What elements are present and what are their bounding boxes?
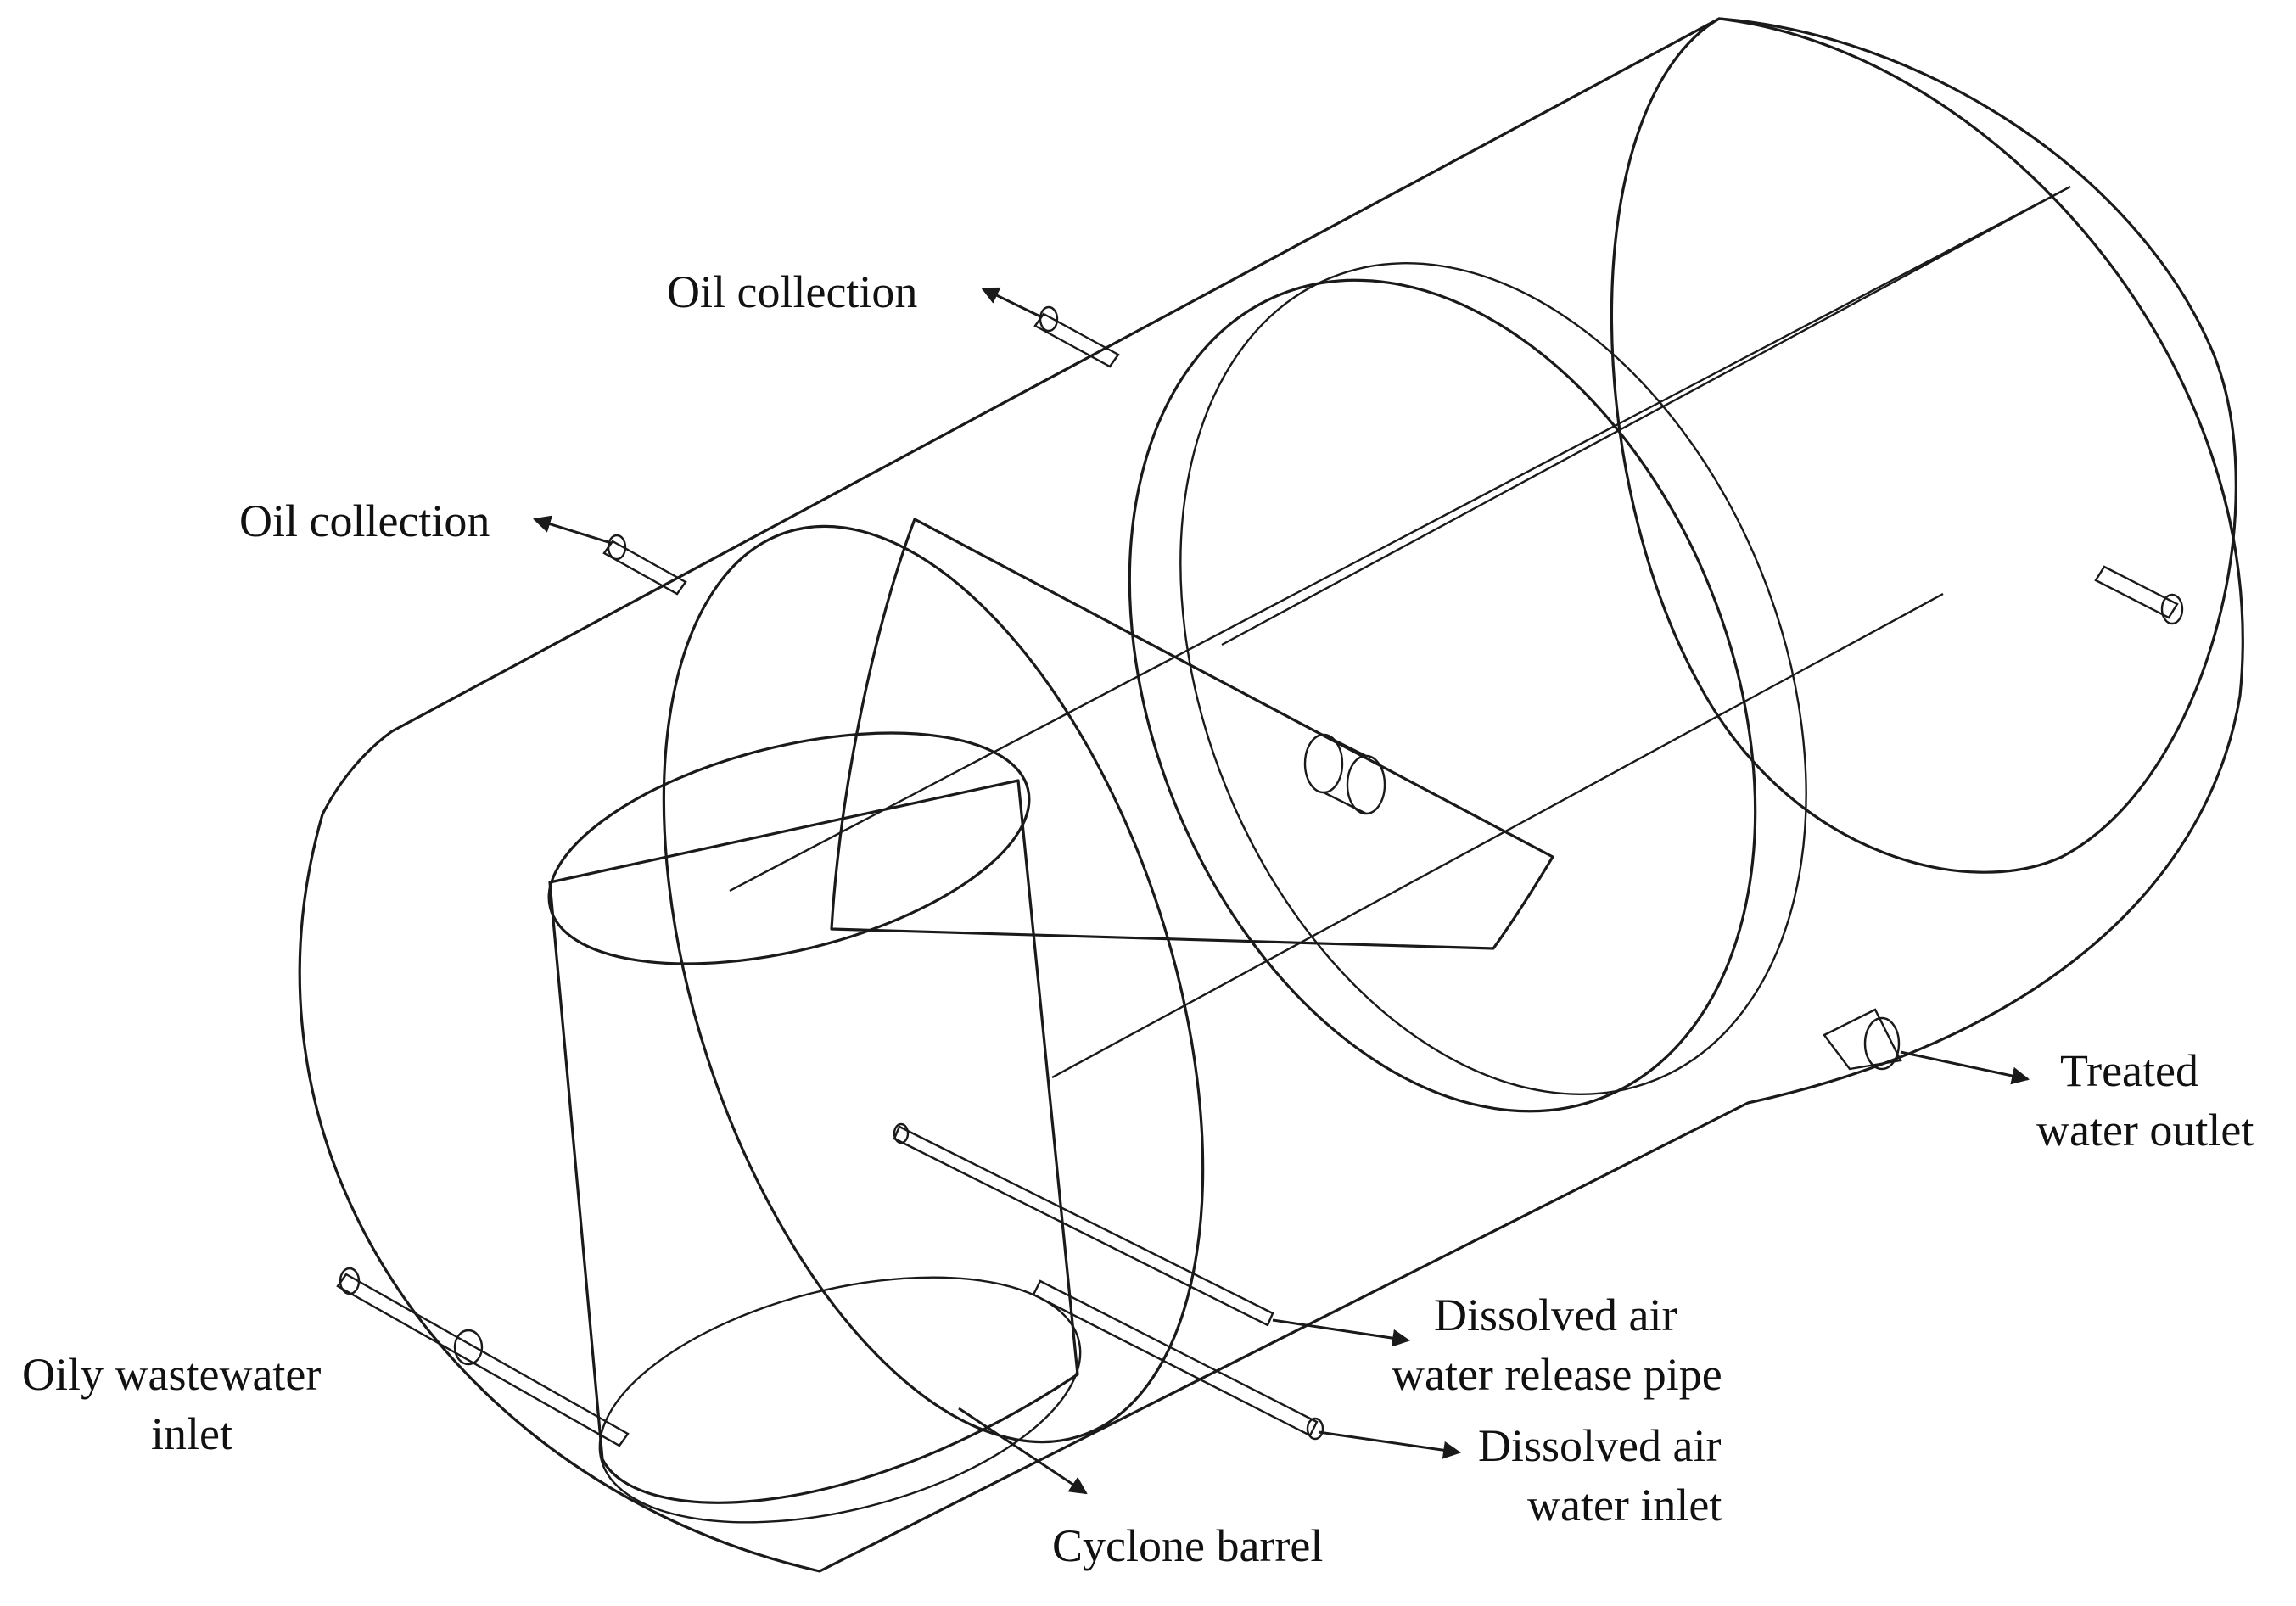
oil-collection-pipe-top-end [1039, 305, 1059, 333]
inlet-pipe-end [1306, 1417, 1324, 1441]
plate-pipe-end-2 [1346, 754, 1386, 815]
label-release-line1: Dissolved air [1434, 1290, 1677, 1340]
front-baffle [662, 524, 1205, 1444]
cyclone-barrel-bottom [598, 1276, 1082, 1524]
tank-right-end [1610, 17, 2237, 874]
label-oil-collection-left: Oil collection [239, 495, 490, 546]
pipes [336, 305, 2184, 1447]
tank-mid-ridge [729, 185, 2071, 893]
tank-top-ridge [391, 17, 1720, 733]
label-oily-line2: inlet [151, 1408, 232, 1459]
oil-collection-pipe-left-end [607, 534, 627, 561]
tank-body [298, 17, 2244, 1573]
tank-shell [298, 17, 2244, 1573]
arrow-inlet-pipe [1318, 1430, 1462, 1459]
oil-collection-pipe-left [602, 540, 687, 596]
arrow-cyclone-barrel [958, 1407, 1088, 1495]
oily-inlet-pipe [336, 1273, 630, 1447]
leader-arrows [532, 287, 2030, 1495]
arrow-oil-collection-top [981, 287, 1043, 319]
release-pipe [893, 1125, 1274, 1327]
label-inlet-line1: Dissolved air [1478, 1420, 1721, 1471]
arrow-oil-collection-left [532, 515, 612, 545]
partition-plate [830, 518, 1554, 950]
label-release-line2: water release pipe [1392, 1349, 1722, 1400]
cyclone-barrel [547, 731, 1082, 1524]
labels: Oil collection Oil collection Treated wa… [22, 266, 2254, 1571]
oily-inlet-pipe-mid [453, 1329, 484, 1366]
partition-plate-shape [830, 518, 1554, 950]
rear-baffle-rim [1179, 262, 1807, 1095]
arrow-treated-water-outlet [1900, 1050, 2030, 1085]
release-pipe-end [893, 1122, 910, 1144]
rear-baffle [1128, 262, 1807, 1113]
plate-pipe-body [1323, 733, 1367, 815]
label-oily-line1: Oily wastewater [22, 1349, 321, 1400]
cyclone-barrel-body [548, 779, 1079, 1504]
label-oil-collection-top: Oil collection [667, 266, 917, 317]
tank-upper-line [1221, 185, 2071, 646]
rear-end-pipe-end [2160, 593, 2184, 625]
plate-pipe-end-1 [1303, 733, 1344, 794]
rear-baffle-disk [1128, 278, 1757, 1113]
label-treated-line1: Treated [2060, 1045, 2198, 1096]
oily-inlet-pipe-end [339, 1267, 361, 1295]
front-baffle-disk [662, 524, 1205, 1444]
rear-end-pipe [2094, 565, 2179, 619]
label-cyclone-barrel: Cyclone barrel [1052, 1520, 1323, 1571]
arrow-release-pipe [1272, 1318, 1411, 1347]
tank-water-line [1051, 592, 1944, 1079]
label-treated-line2: water outlet [2036, 1105, 2254, 1156]
treated-outlet-pipe-end [1863, 1016, 1901, 1071]
label-inlet-line2: water inlet [1527, 1480, 1722, 1530]
treated-outlet-pipe [1823, 1008, 1902, 1071]
oil-collection-pipe-top [1033, 312, 1120, 368]
cyclone-barrel-top [547, 731, 1031, 965]
